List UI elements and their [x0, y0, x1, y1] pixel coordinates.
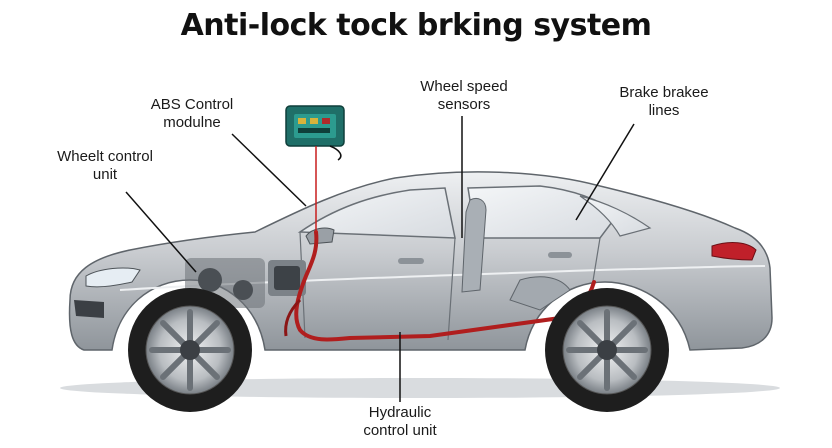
headlight: [85, 267, 141, 288]
callout-abs: [231, 133, 307, 207]
rear-quarter-window: [579, 195, 652, 237]
rear-wheel: [545, 288, 669, 412]
front-wheel: [128, 288, 252, 412]
front-grille: [74, 300, 104, 318]
taillight: [711, 242, 757, 261]
diagram-title: Anti-lock tock brking system: [180, 8, 652, 43]
door-handle: [398, 258, 424, 264]
front-seat: [461, 197, 487, 293]
callout-wheel-control: [125, 191, 197, 273]
brake-line: [284, 298, 302, 337]
callout-brake-lines: [575, 123, 635, 221]
rear-seat: [509, 276, 571, 311]
door-handle: [548, 252, 572, 258]
side-mirror: [305, 227, 335, 245]
abs-module: [285, 105, 345, 161]
